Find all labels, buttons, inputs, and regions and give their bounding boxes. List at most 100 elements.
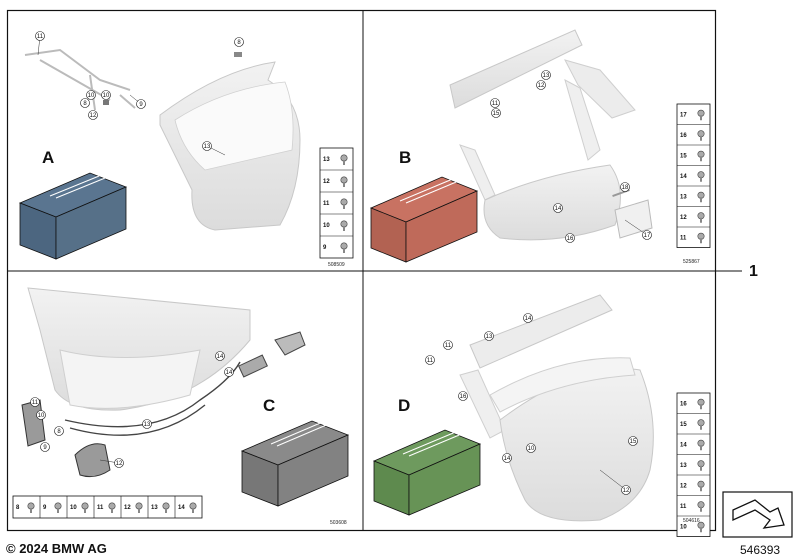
legend-part-number: 14 (178, 505, 185, 511)
pillar-b-left (459, 144, 496, 201)
kit-letter-c: C (263, 396, 275, 415)
callout-circle (40, 442, 50, 452)
legend-part-number: 10 (70, 505, 77, 511)
callout-number: 11 (492, 101, 499, 107)
callout-circle (536, 80, 546, 90)
kit-letter-a: A (42, 148, 54, 167)
callout-circle (425, 355, 435, 365)
latch-c-top (238, 354, 268, 378)
callout-circle (526, 443, 536, 453)
callout-number: 11 (32, 400, 39, 406)
legend-part-number: 10 (680, 524, 687, 530)
callout-circle (490, 98, 500, 108)
callout-leader (599, 469, 627, 491)
legend-part-number: 10 (323, 223, 330, 229)
box-c-tape-1 (270, 420, 326, 445)
callout-number: 16 (567, 236, 574, 242)
clip-a-1 (103, 100, 109, 105)
fastener-shaft-icon (700, 156, 702, 162)
callout-circle (541, 70, 551, 80)
callouts-b: 13 12 11 15 18 14 16 17 (490, 70, 652, 243)
callout-number: 9 (43, 445, 47, 451)
callout-number: 13 (543, 73, 550, 79)
callout-circle (565, 233, 575, 243)
callout-number: 12 (538, 83, 545, 89)
fastener-shaft-icon (700, 197, 702, 203)
box-d-tape-2 (408, 432, 465, 457)
callout-circle (215, 351, 225, 361)
callout-number: 12 (623, 488, 630, 494)
callout-circle (86, 90, 96, 100)
callout-circle (224, 367, 234, 377)
callout-circle (458, 391, 468, 401)
callout-circle (36, 410, 46, 420)
harness-a (24, 48, 136, 111)
legend-part-number: 8 (16, 505, 20, 511)
callout-circle (620, 182, 630, 192)
legend-part-number: 15 (680, 153, 687, 159)
callout-number: 11 (445, 343, 452, 349)
callout-circle (484, 331, 494, 341)
navigation-arrow-box[interactable] (722, 491, 793, 538)
callout-circle (114, 458, 124, 468)
fastener-shaft-icon (192, 508, 194, 513)
tailgate-c-lower (59, 349, 201, 409)
legend-part-number: 15 (680, 422, 687, 428)
box-a-side (55, 186, 127, 260)
callout-number: 8 (83, 101, 87, 107)
callout-number: 8 (237, 40, 241, 46)
callout-number: 15 (630, 439, 637, 445)
legend-frame (676, 103, 711, 248)
ref-number-c: 503608 (330, 520, 347, 526)
image-number: 546393 (740, 543, 781, 557)
spoiler-b (449, 29, 583, 109)
callout-number: 15 (493, 111, 500, 117)
fastener-shaft-icon (57, 508, 59, 513)
kit-letter-d: D (398, 396, 410, 415)
legend-part-number: 13 (323, 157, 330, 163)
legend-frame (319, 147, 354, 259)
callout-number: 18 (622, 185, 629, 191)
callout-number: 14 (504, 456, 511, 462)
callout-number: 8 (57, 429, 61, 435)
callout-number: 12 (116, 461, 123, 467)
fastener-shaft-icon (700, 486, 702, 492)
callout-number: 14 (555, 206, 562, 212)
ref-number-b: 525867 (683, 259, 700, 265)
callout-circle (553, 203, 563, 213)
ref-number-d: 504616 (683, 518, 700, 524)
fastener-shaft-icon (700, 135, 702, 141)
legend-part-number: 14 (680, 442, 687, 448)
callout-number: 14 (525, 316, 532, 322)
fastener-shaft-icon (138, 508, 140, 513)
callout-number: 17 (644, 233, 651, 239)
fastener-shaft-icon (700, 506, 702, 512)
bracket-c (274, 331, 306, 356)
callout-circle (136, 99, 146, 109)
fastener-shaft-icon (700, 527, 702, 533)
callout-circle (621, 485, 631, 495)
fastener-shaft-icon (700, 176, 702, 182)
legend-part-number: 11 (323, 201, 330, 207)
fastener-shaft-icon (700, 115, 702, 121)
callout-circle (234, 37, 244, 47)
trim-b-side (564, 59, 636, 119)
pillar-b-right (564, 79, 601, 161)
callout-number: 13 (486, 334, 493, 340)
legend-part-number: 17 (680, 112, 687, 118)
callout-number: 11 (37, 34, 44, 40)
callout-circle (80, 98, 90, 108)
fastener-shaft-icon (343, 226, 345, 231)
fastener-shaft-icon (165, 508, 167, 513)
callout-circle (101, 90, 111, 100)
fastener-shaft-icon (343, 182, 345, 187)
